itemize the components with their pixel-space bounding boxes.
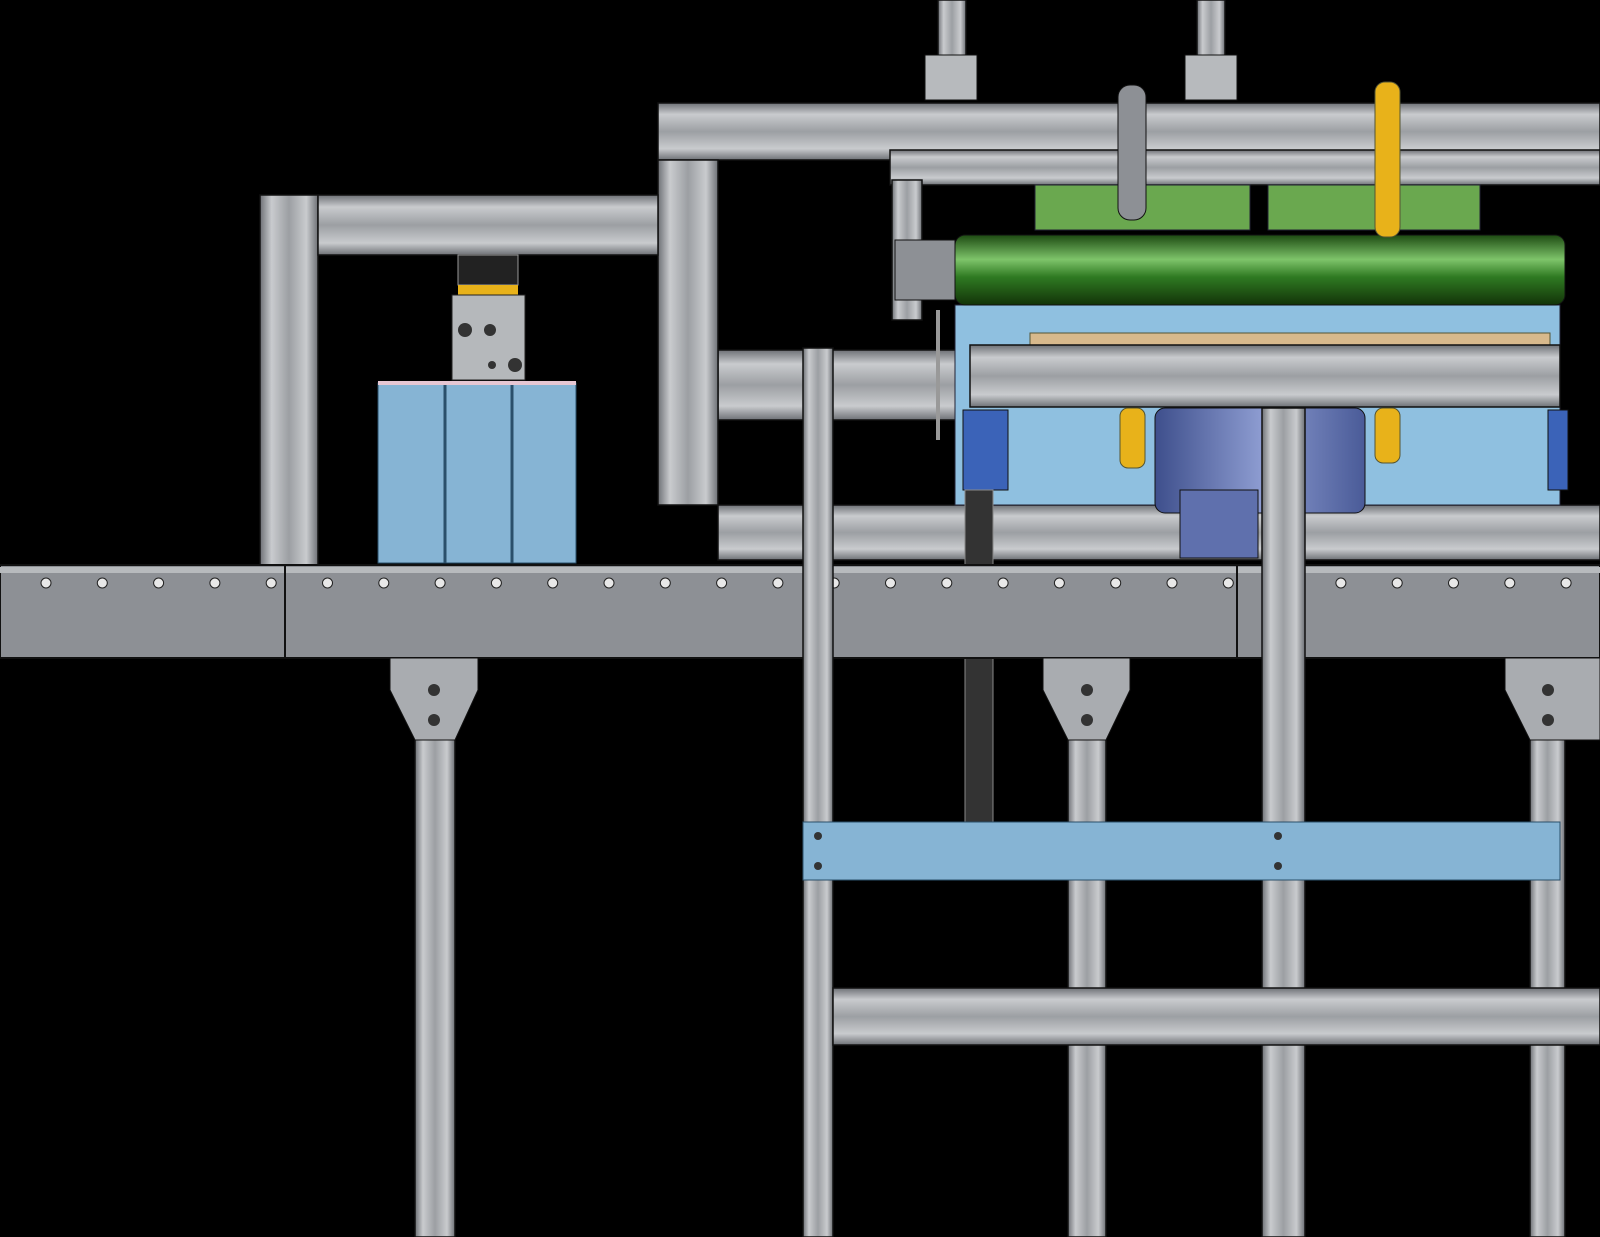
top-rods (924, 0, 1238, 101)
conveyor-hole (1504, 577, 1516, 589)
conveyor-hole (153, 577, 165, 589)
conveyor-hole (490, 577, 502, 589)
right-frame (802, 347, 1600, 1237)
conveyor-hole (40, 577, 52, 589)
conveyor-bed (0, 564, 1600, 659)
conveyor-hole (772, 577, 784, 589)
leg-bracket (389, 657, 479, 741)
conveyor-hole (322, 577, 333, 589)
sealer-unit (894, 81, 1569, 856)
conveyor-hole (885, 577, 896, 589)
leg-bracket (1504, 657, 1600, 741)
conveyor-hole (1222, 577, 1234, 589)
conveyor-hole (265, 577, 277, 589)
blue-crossbar (802, 821, 1561, 881)
conveyor-hole (603, 577, 615, 589)
left-frame (259, 194, 659, 566)
green-roller (954, 234, 1566, 306)
conveyor-hole (378, 577, 390, 589)
conveyor-hole (1391, 577, 1403, 589)
conveyor-hole (209, 577, 221, 589)
yellow-arm (1374, 81, 1401, 238)
motor (1154, 407, 1366, 514)
conveyor-hole (96, 577, 108, 589)
gripper (451, 254, 526, 381)
leg-bracket (1042, 657, 1131, 741)
conveyor-hole (716, 577, 728, 589)
conveyor-hole (997, 577, 1009, 589)
conveyor-hole (434, 577, 446, 589)
conveyor-hole (659, 577, 671, 589)
legs (389, 657, 1600, 1237)
conveyor-hole (1110, 577, 1122, 589)
conveyor-hole (1335, 577, 1347, 589)
product-box (377, 381, 577, 564)
conveyor-hole (1053, 577, 1065, 589)
conveyor-hole (1560, 577, 1572, 589)
conveyor-hole (1448, 577, 1459, 589)
conveyor-hole (941, 577, 953, 589)
conveyor-hole (1166, 577, 1178, 589)
frame-back (717, 349, 1600, 561)
conveyor-hole (547, 577, 559, 589)
